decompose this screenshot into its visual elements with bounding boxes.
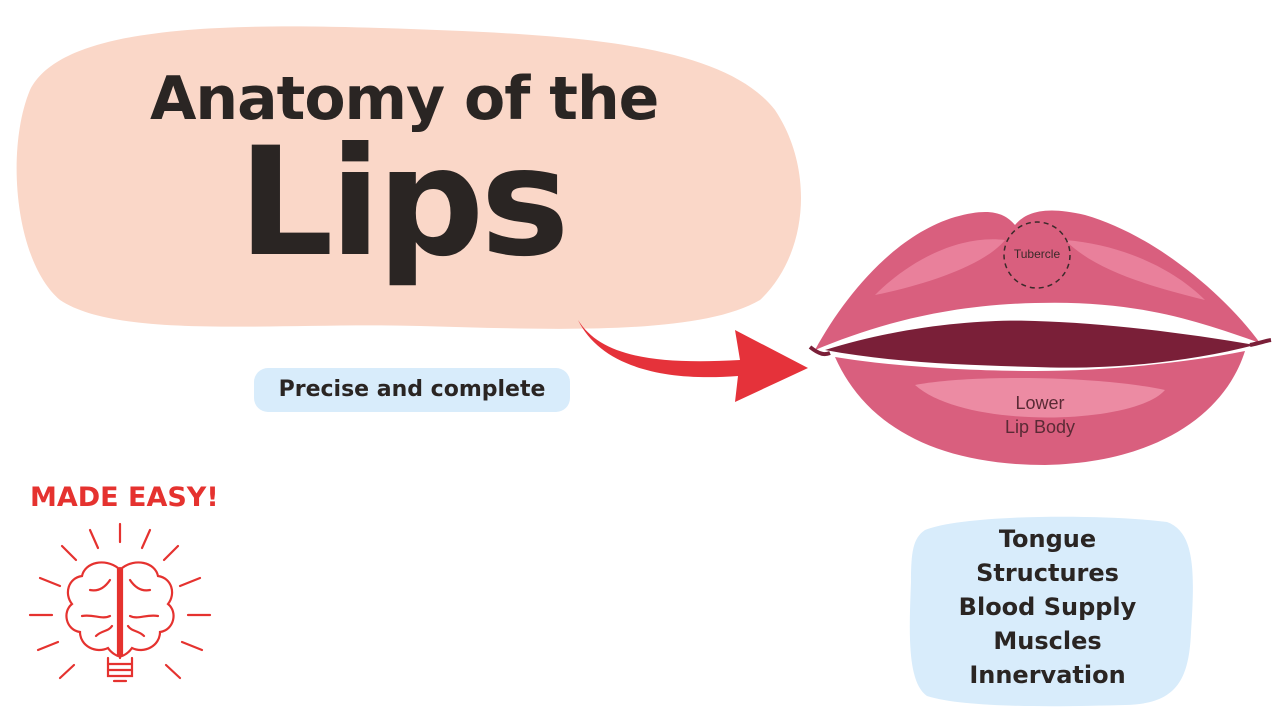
topic-innervation: Innervation bbox=[969, 661, 1126, 689]
topic-structures: Structures bbox=[976, 559, 1119, 587]
lower-lip-label-line2: Lip Body bbox=[1005, 417, 1075, 437]
subtitle-pill: Precise and complete bbox=[254, 368, 570, 412]
title-background-blob bbox=[16, 26, 802, 329]
topic-tongue: Tongue bbox=[998, 525, 1097, 553]
page-title-line1: Anatomy of the bbox=[150, 64, 659, 134]
topic-blood-supply: Blood Supply bbox=[958, 593, 1137, 621]
topics-box-background bbox=[909, 516, 1193, 707]
made-easy-badge: MADE EASY! bbox=[30, 482, 219, 513]
topic-muscles: Muscles bbox=[993, 627, 1102, 655]
topics-list: Tongue Structures Blood Supply Muscles I… bbox=[920, 522, 1175, 692]
tubercle-label: Tubercle bbox=[1014, 247, 1061, 261]
page-title-line2: Lips bbox=[238, 116, 570, 290]
lips-diagram: Tubercle Lower Lip Body bbox=[808, 210, 1272, 465]
arrow-icon bbox=[578, 320, 808, 402]
lower-lip-label-line1: Lower bbox=[1015, 393, 1064, 413]
brain-lightbulb-icon bbox=[28, 522, 212, 683]
